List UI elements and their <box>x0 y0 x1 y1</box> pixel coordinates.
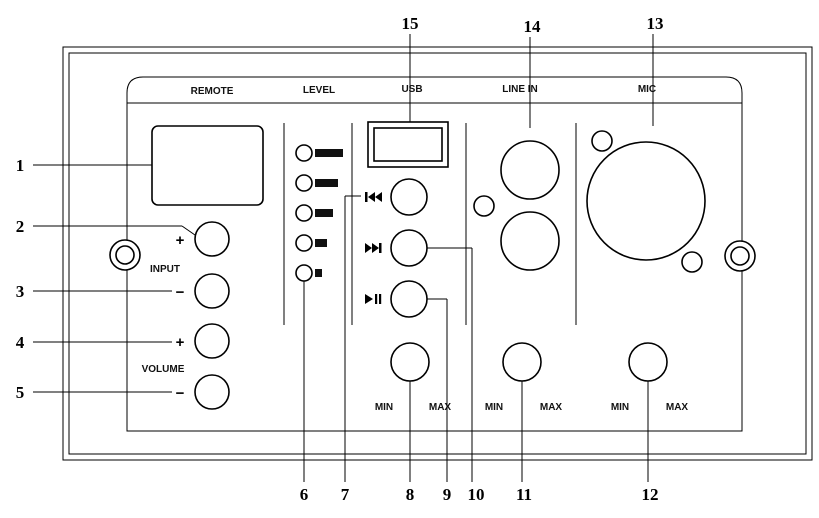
previous-track-icon <box>365 192 382 202</box>
usb-volume-knob[interactable] <box>390 342 430 382</box>
next-track-icon <box>365 243 382 253</box>
usb-max-label: MAX <box>429 402 452 413</box>
level-led-2 <box>295 174 313 192</box>
mount-hole-left <box>109 239 141 271</box>
callout-15: 15 <box>402 14 419 33</box>
line-in-min-label: MIN <box>485 402 503 413</box>
level-bar-3 <box>315 209 333 217</box>
usb-min-label: MIN <box>375 402 393 413</box>
label-mic: MIC <box>638 84 656 95</box>
panel-face <box>126 76 743 432</box>
callout-12: 12 <box>642 485 659 504</box>
mic-screw-top <box>591 130 613 152</box>
label-level: LEVEL <box>303 85 335 96</box>
input-minus-button[interactable] <box>194 273 230 309</box>
callout-7: 7 <box>341 485 350 504</box>
level-bar-5 <box>315 269 322 277</box>
label-remote: REMOTE <box>191 86 234 97</box>
outer-frame <box>62 46 813 461</box>
line-in-volume-knob[interactable] <box>502 342 542 382</box>
play-pause-button[interactable] <box>390 280 428 318</box>
line-in-max-label: MAX <box>540 402 563 413</box>
mic-xlr-jack[interactable] <box>586 141 706 261</box>
callout-1: 1 <box>16 156 25 175</box>
label-usb: USB <box>401 84 422 95</box>
line-in-jack-bottom[interactable] <box>500 211 560 271</box>
volume-plus-button[interactable] <box>194 323 230 359</box>
callout-2: 2 <box>16 217 25 236</box>
level-bar-4 <box>315 239 327 247</box>
usb-port[interactable] <box>367 121 449 168</box>
level-bar-2 <box>315 179 338 187</box>
input-plus-sign: + <box>176 232 185 249</box>
mount-hole-right <box>724 240 756 272</box>
input-plus-button[interactable] <box>194 221 230 257</box>
callout-9: 9 <box>443 485 452 504</box>
level-led-3 <box>295 204 313 222</box>
label-volume: VOLUME <box>142 364 185 375</box>
callout-4: 4 <box>16 333 25 352</box>
line-in-jack-top[interactable] <box>500 140 560 200</box>
mic-max-label: MAX <box>666 402 689 413</box>
level-led-5 <box>295 264 313 282</box>
mic-screw-bottom <box>681 251 703 273</box>
volume-plus-sign: + <box>176 334 185 351</box>
level-bar-1 <box>315 149 343 157</box>
volume-minus-sign: − <box>176 385 185 402</box>
leader-lines <box>33 34 654 482</box>
callout-3: 3 <box>16 282 25 301</box>
callout-11: 11 <box>516 485 532 504</box>
label-input: INPUT <box>150 264 180 275</box>
line-in-screw <box>473 195 495 217</box>
callout-14: 14 <box>524 17 542 36</box>
callout-10: 10 <box>468 485 485 504</box>
next-track-button[interactable] <box>390 229 428 267</box>
callout-5: 5 <box>16 383 25 402</box>
play-pause-icon <box>365 294 382 304</box>
level-led-1 <box>295 144 313 162</box>
previous-track-button[interactable] <box>390 178 428 216</box>
input-minus-sign: − <box>176 284 185 301</box>
volume-minus-button[interactable] <box>194 374 230 410</box>
callout-6: 6 <box>300 485 309 504</box>
level-led-4 <box>295 234 313 252</box>
label-line-in: LINE IN <box>502 84 538 95</box>
remote-ir-window <box>151 125 264 206</box>
level-meter <box>295 144 343 282</box>
mic-min-label: MIN <box>611 402 629 413</box>
callout-13: 13 <box>647 14 664 33</box>
outer-frame-inner <box>68 52 807 455</box>
callout-8: 8 <box>406 485 415 504</box>
mic-volume-knob[interactable] <box>628 342 668 382</box>
